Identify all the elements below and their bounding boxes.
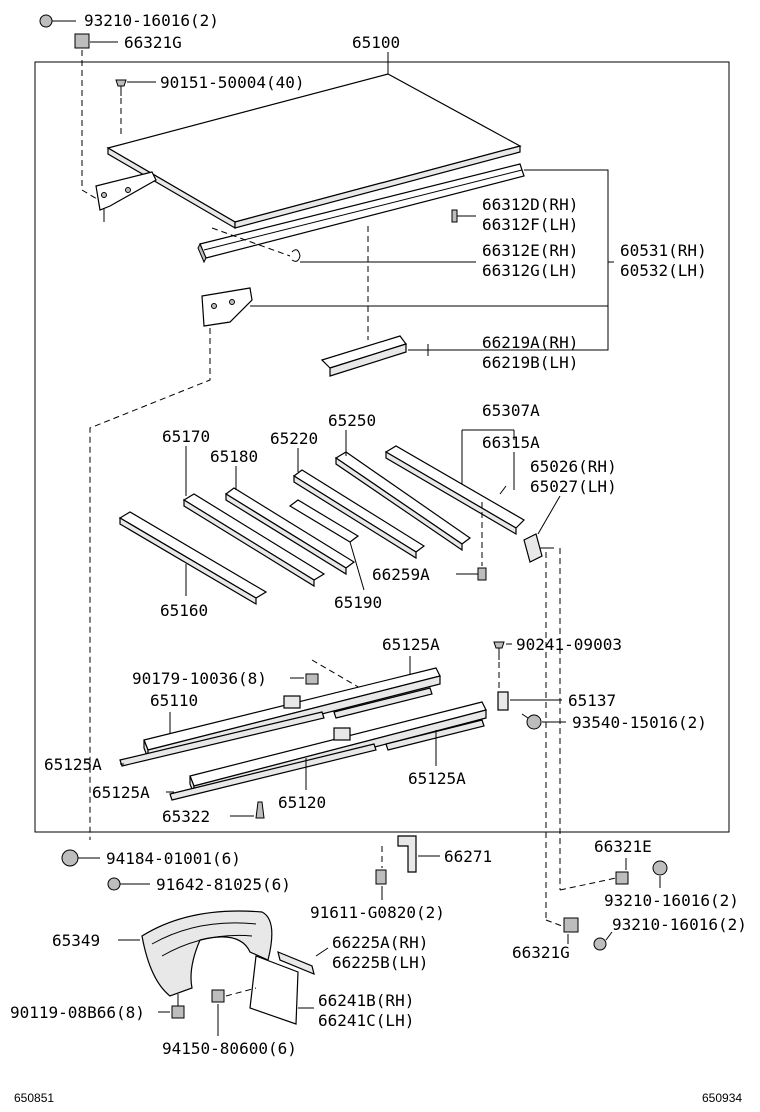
pin-66259A-icon [477,567,487,581]
label-65110: 65110 [150,691,198,710]
screw-65322-icon [255,801,265,819]
label-65125A-top: 65125A [382,635,440,654]
label-65220: 65220 [270,429,318,448]
label-90241: 90241-09003 [516,635,622,654]
label-65027: 65027(LH) [530,477,617,496]
bolt-91611-icon [375,869,387,885]
nut-66321G-top-icon [74,33,118,49]
nut-66321E-icon [615,871,629,885]
label-66315A: 66315A [482,433,540,452]
label-93540: 93540-15016(2) [572,713,707,732]
bolt-90241-icon [493,641,505,660]
label-94184: 94184-01001(6) [106,849,241,868]
label-60531: 60531(RH) [620,241,707,260]
label-65170: 65170 [162,427,210,446]
member-65160-icon [118,511,268,606]
nut-66321G-bottom-icon [563,917,579,933]
bracket-66271-icon [397,835,417,873]
support-66219A-icon [320,335,407,377]
label-93210-16016-top: 93210-16016(2) [84,11,219,30]
label-94150: 94150-80600(6) [162,1039,297,1058]
nut-94150-icon [211,989,225,1003]
member-65250-icon [334,451,472,552]
assembly-frame [34,61,730,833]
label-66312E: 66312E(RH) [482,241,578,260]
side-rail-60531 [197,163,525,264]
label-65125A-right: 65125A [408,769,466,788]
label-65137: 65137 [568,691,616,710]
member-65190-icon [288,499,360,543]
label-65026: 65026(RH) [530,457,617,476]
label-66225B: 66225B(LH) [332,953,428,972]
plate-65125A-right-icon [385,719,485,751]
label-65322: 65322 [162,807,210,826]
label-66241C: 66241C(LH) [318,1011,414,1030]
label-65160: 65160 [160,601,208,620]
mudguard-66241B-icon [249,955,299,1025]
deck-board-65100 [106,73,522,230]
bolt-93210-b-icon [593,937,607,951]
bracket-65137-icon [497,691,509,711]
member-65307A-icon [384,445,525,536]
label-65125A-left: 65125A [44,755,102,774]
label-66259A: 66259A [372,565,430,584]
label-65180: 65180 [210,447,258,466]
label-90151-50004: 90151-50004(40) [160,73,305,92]
label-91611: 91611-G0820(2) [310,903,445,922]
plate-65125A-top-icon [333,687,433,719]
nut-94184-icon [61,849,79,867]
label-66321G-bottom: 66321G [512,943,570,962]
fender-65349-icon [141,910,273,997]
pin-66312D-icon [451,209,476,223]
member-65170-icon [182,493,326,588]
bolt-93210-top-icon [39,14,76,28]
label-66219A: 66219A(RH) [482,333,578,352]
label-65349: 65349 [52,931,100,950]
label-90119: 90119-08B66(8) [10,1003,145,1022]
clip-66312E-icon [291,249,476,263]
label-60532: 60532(LH) [620,261,707,280]
bracket-66225A-icon [277,950,315,976]
bolt-93210-a-icon [652,860,668,888]
label-66312D: 66312D(RH) [482,195,578,214]
label-66219B: 66219B(LH) [482,353,578,372]
code-left: 650851 [14,1091,54,1105]
label-66312G: 66312G(LH) [482,261,578,280]
label-65125A-mid: 65125A [92,783,150,802]
screw-90151-icon [115,79,156,96]
rear-bracket-icon [201,287,253,327]
nut-90179-icon [305,673,319,685]
code-right: 650934 [702,1091,742,1105]
bolt-91642-icon [107,877,121,891]
label-65307A: 65307A [482,401,540,420]
label-93210-16016-b: 93210-16016(2) [612,915,747,934]
plate-65125A-mid-icon [169,743,377,801]
member-65220-icon [292,469,426,560]
clip-65026-icon [523,533,554,563]
label-66241B: 66241B(RH) [318,991,414,1010]
label-66225A: 66225A(RH) [332,933,428,952]
label-66321G-top: 66321G [124,33,182,52]
bolt-90119-icon [171,994,185,1019]
label-65120: 65120 [278,793,326,812]
label-66312F: 66312F(LH) [482,215,578,234]
label-90179: 90179-10036(8) [132,669,267,688]
label-66321E: 66321E [594,837,652,856]
bolt-93540-icon [521,713,542,730]
label-66271: 66271 [444,847,492,866]
label-65250: 65250 [328,411,376,430]
member-65180-icon [224,487,356,576]
label-65100: 65100 [352,33,400,52]
label-65190: 65190 [334,593,382,612]
label-93210-16016-a: 93210-16016(2) [604,891,739,910]
corner-bracket-icon [95,171,157,222]
label-91642: 91642-81025(6) [156,875,291,894]
